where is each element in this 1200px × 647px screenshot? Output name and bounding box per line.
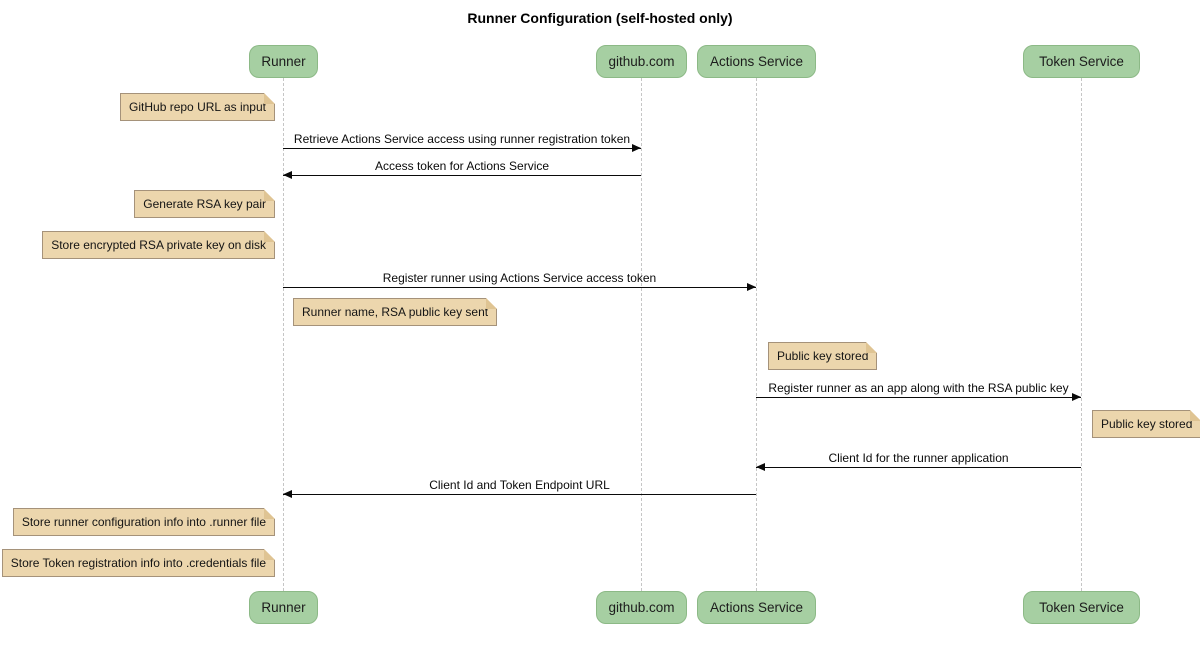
lifeline-token-service [1081,78,1082,591]
lifeline-actions-service [756,78,757,591]
participant-bottom-actions-service: Actions Service [697,591,816,624]
arrowhead-left-icon [756,463,765,471]
message-label: Access token for Actions Service [374,159,550,173]
participant-top-actions-service: Actions Service [697,45,816,78]
participant-bottom-github: github.com [596,591,687,624]
arrowhead-left-icon [283,490,292,498]
message-line [283,287,756,288]
note-public-key-stored-token: Public key stored [1092,410,1200,438]
participant-bottom-token-service: Token Service [1023,591,1140,624]
message-line [283,494,756,495]
note-github-repo-url: GitHub repo URL as input [120,93,275,121]
note-store-credentials-file: Store Token registration info into .cred… [1,549,276,577]
participant-top-runner: Runner [249,45,318,78]
message-line [756,397,1081,398]
message-line [283,175,641,176]
arrowhead-right-icon [747,283,756,291]
lifeline-github [641,78,642,591]
message-line [283,148,641,149]
arrowhead-right-icon [1072,393,1081,401]
note-runner-name-public-key: Runner name, RSA public key sent [293,298,498,326]
note-store-runner-file: Store runner configuration info into .ru… [12,508,276,536]
diagram-title: Runner Configuration (self-hosted only) [467,10,733,26]
note-store-private-key: Store encrypted RSA private key on disk [42,231,275,259]
message-label: Client Id for the runner application [828,451,1009,465]
arrowhead-left-icon [283,171,292,179]
participant-top-token-service: Token Service [1023,45,1140,78]
message-line [756,467,1081,468]
message-label: Retrieve Actions Service access using ru… [293,132,631,146]
note-generate-rsa-key-pair: Generate RSA key pair [134,190,275,218]
message-label: Client Id and Token Endpoint URL [429,478,610,492]
participant-bottom-runner: Runner [249,591,318,624]
lifeline-runner [283,78,284,591]
arrowhead-right-icon [632,144,641,152]
note-public-key-stored-actions: Public key stored [768,342,878,370]
participant-top-github: github.com [596,45,687,78]
message-label: Register runner as an app along with the… [768,381,1069,395]
message-label: Register runner using Actions Service ac… [382,271,657,285]
